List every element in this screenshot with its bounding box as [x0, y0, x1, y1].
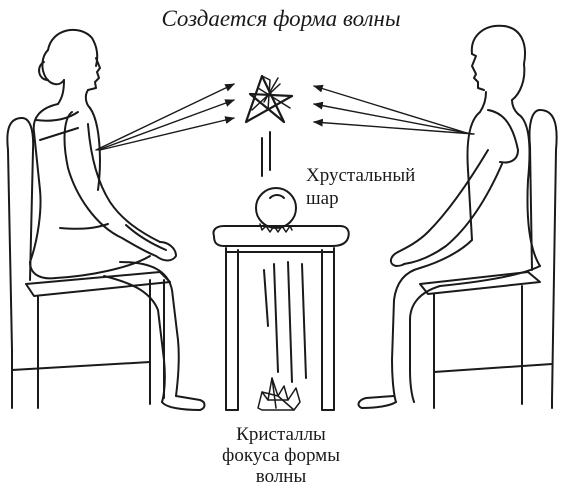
left-chair — [7, 118, 170, 408]
arrows-right — [314, 86, 474, 134]
crystal-ball-label: Хрустальный шар — [306, 164, 448, 210]
crystals-label-line-1: Кристаллы — [196, 425, 366, 446]
crystals-label: Кристаллы фокуса формы волны — [196, 425, 366, 488]
table — [213, 226, 348, 410]
crystal-ball-label-line-1: Хрустальный — [306, 164, 448, 187]
crystals-label-line-3: волны — [196, 467, 366, 488]
crystals-label-line-2: фокуса формы — [196, 446, 366, 467]
wave-form-star — [246, 76, 292, 122]
crystal-ball-label-line-2: шар — [306, 187, 448, 210]
energy-lines-vertical — [262, 132, 270, 176]
right-person — [359, 26, 540, 408]
focus-crystals — [258, 378, 300, 410]
left-person — [30, 30, 205, 410]
arrows-left — [96, 84, 234, 150]
